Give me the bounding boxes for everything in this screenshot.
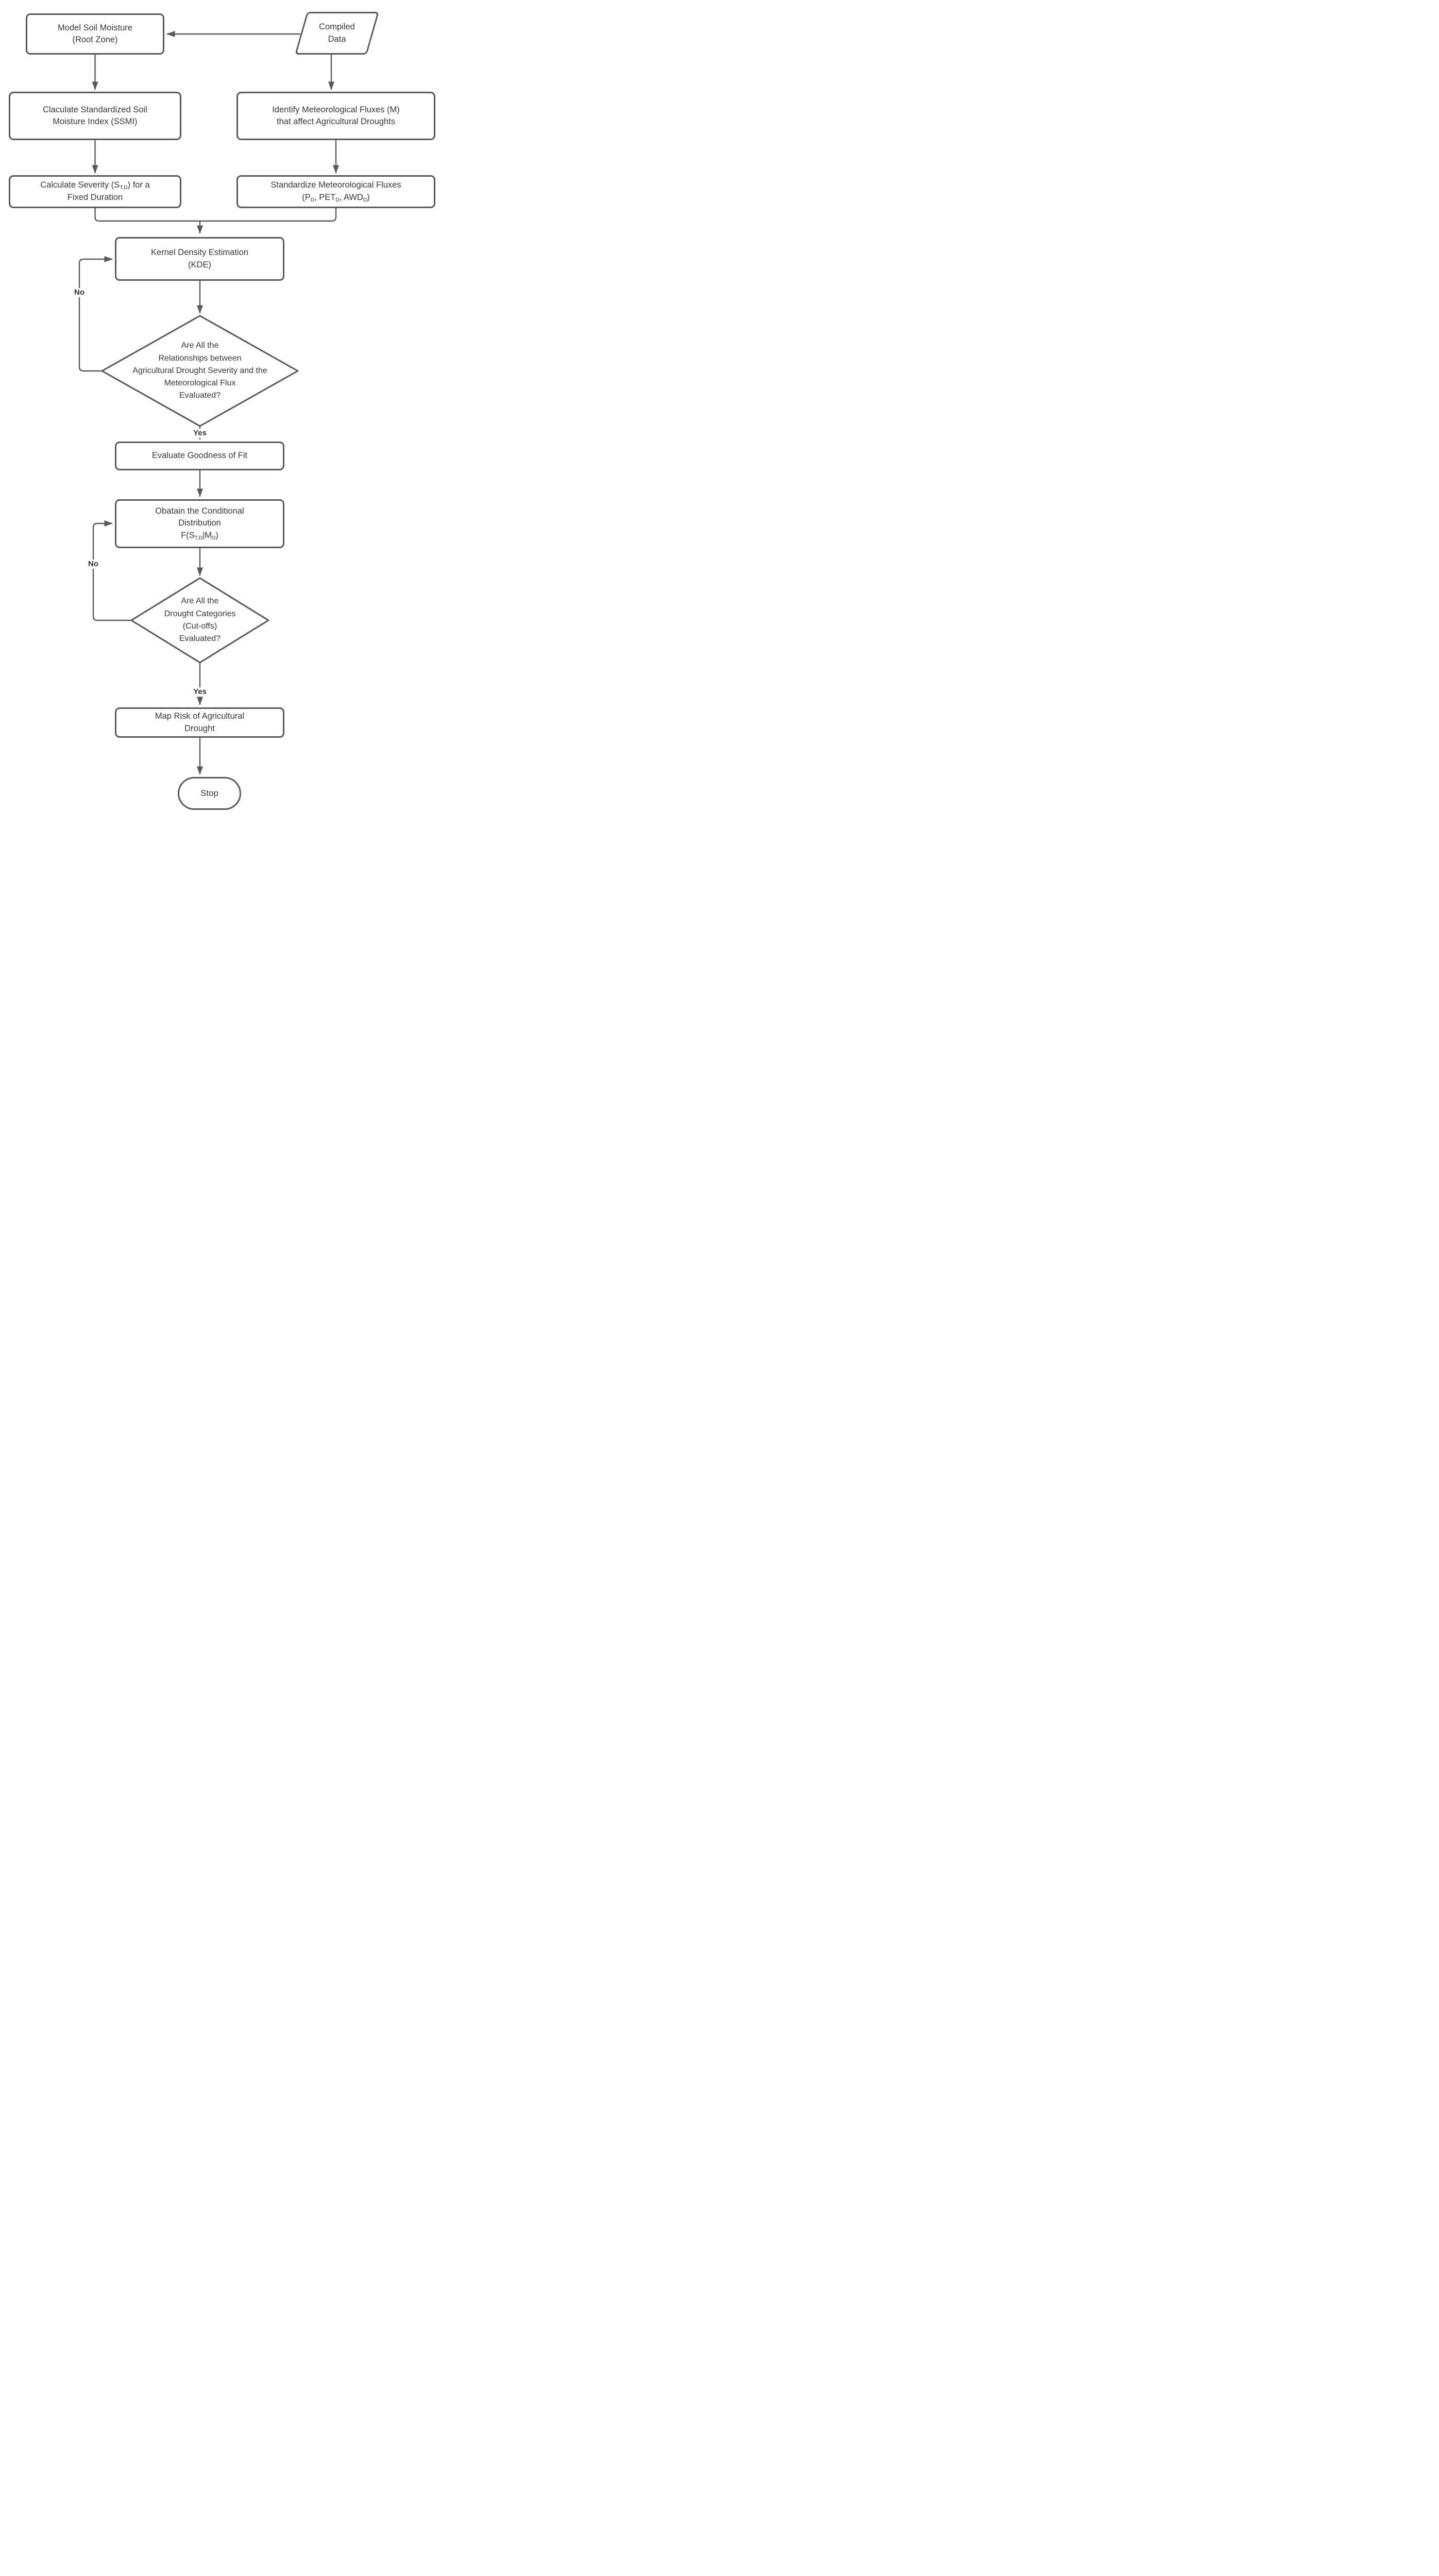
- node-label-line: Map Risk of Agricultural: [155, 711, 245, 721]
- flowchart-canvas: Model Soil Moisture (Root Zone) Compiled…: [0, 0, 445, 816]
- node-identify-fluxes: Identify Meteorological Fluxes (M) that …: [236, 92, 435, 140]
- node-label-line: Distribution: [178, 518, 221, 528]
- node-label-line: Fixed Duration: [67, 193, 123, 202]
- conditional-subscript: D: [212, 535, 216, 541]
- node-label-line: F(ST,D|MD): [181, 530, 218, 542]
- node-conditional-distribution: Obatain the Conditional Distribution F(S…: [115, 499, 284, 548]
- decision1-diamond-shape: [101, 315, 299, 427]
- node-label-line: Compiled: [319, 22, 355, 32]
- decision1-line: Meteorological Flux: [164, 379, 236, 388]
- decision2-diamond-shape: [130, 577, 269, 664]
- node-label-line: Stop: [200, 788, 218, 798]
- edge-decision2-no-loop: [92, 520, 131, 621]
- severity-text: ) for a: [127, 180, 150, 190]
- node-compiled-data: Compiled Data: [295, 12, 379, 55]
- node-label-line: Identify Meteorological Fluxes (M): [272, 105, 400, 114]
- edge-label-yes1: Yes: [192, 429, 208, 438]
- node-label-line: (PD, PETD, AWDD): [302, 192, 370, 204]
- node-label-line: Drought: [184, 723, 215, 733]
- node-label-line: Obatain the Conditional: [155, 506, 244, 516]
- edge-label-yes2: Yes: [192, 687, 208, 697]
- decision2-label: Are All the Drought Categories (Cut-offs…: [138, 590, 262, 650]
- node-compiled-data-label: Compiled Data: [302, 13, 371, 53]
- standardize-text: , AWD: [339, 192, 363, 202]
- conditional-text: |M: [202, 530, 212, 540]
- edge-merge-branches: [94, 208, 337, 222]
- decision1-label: Are All the Relationships between Agricu…: [112, 330, 287, 412]
- node-label-line: that affect Agricultural Droughts: [277, 117, 395, 126]
- standardize-text: ): [367, 192, 370, 202]
- node-standardize-fluxes: Standardize Meteorological Fluxes (PD, P…: [236, 175, 435, 208]
- decision2-line: Are All the: [181, 597, 219, 606]
- node-stop: Stop: [178, 777, 241, 810]
- decision2-line: Drought Categories: [164, 609, 236, 618]
- node-label-line: Data: [328, 34, 346, 44]
- edge-label-no1: No: [73, 288, 86, 297]
- decision1-line: Relationships between: [158, 353, 242, 363]
- standardize-text: (P: [302, 192, 311, 202]
- node-label-line: Kernel Density Estimation: [151, 248, 248, 258]
- node-label-line: Evaluate Goodness of Fit: [151, 451, 248, 461]
- decision1-line: Evaluated?: [179, 391, 221, 400]
- decision1-line: Agricultural Drought Severity and the: [132, 366, 267, 375]
- node-calculate-ssmi: Claculate Standardized Soil Moisture Ind…: [9, 92, 181, 140]
- conditional-subscript: T,D: [194, 535, 202, 541]
- node-map-risk: Map Risk of Agricultural Drought: [115, 707, 284, 738]
- standardize-subscript: D: [335, 197, 340, 203]
- conditional-text: ): [215, 530, 218, 540]
- node-label-line: Model Soil Moisture: [58, 23, 132, 32]
- decision2-line: (Cut-offs): [182, 622, 217, 631]
- node-label-line: Calculate Severity (ST,D) for a: [40, 179, 150, 192]
- node-model-soil-moisture: Model Soil Moisture (Root Zone): [26, 13, 164, 55]
- edge-label-no2: No: [87, 560, 100, 569]
- decision1-line: Are All the: [181, 341, 219, 350]
- node-label-line: Claculate Standardized Soil: [43, 105, 147, 114]
- node-calculate-severity: Calculate Severity (ST,D) for a Fixed Du…: [9, 175, 181, 208]
- standardize-subscript: D: [363, 197, 367, 203]
- node-label-line: (Root Zone): [72, 35, 118, 44]
- standardize-subscript: D: [310, 197, 315, 203]
- decision2-line: Evaluated?: [179, 634, 221, 643]
- node-label-line: (KDE): [188, 260, 211, 269]
- conditional-text: F(S: [181, 530, 195, 540]
- node-evaluate-fit: Evaluate Goodness of Fit: [115, 442, 284, 470]
- node-label-line: Moisture Index (SSMI): [53, 117, 138, 126]
- standardize-text: , PET: [314, 192, 336, 202]
- severity-subscript: T,D: [120, 184, 128, 191]
- node-kde: Kernel Density Estimation (KDE): [115, 237, 284, 281]
- node-label-line: Standardize Meteorological Fluxes: [270, 180, 401, 190]
- severity-text: Calculate Severity (S: [40, 180, 120, 190]
- connector-layer: [78, 31, 339, 775]
- edge-decision1-no-loop: [78, 256, 113, 372]
